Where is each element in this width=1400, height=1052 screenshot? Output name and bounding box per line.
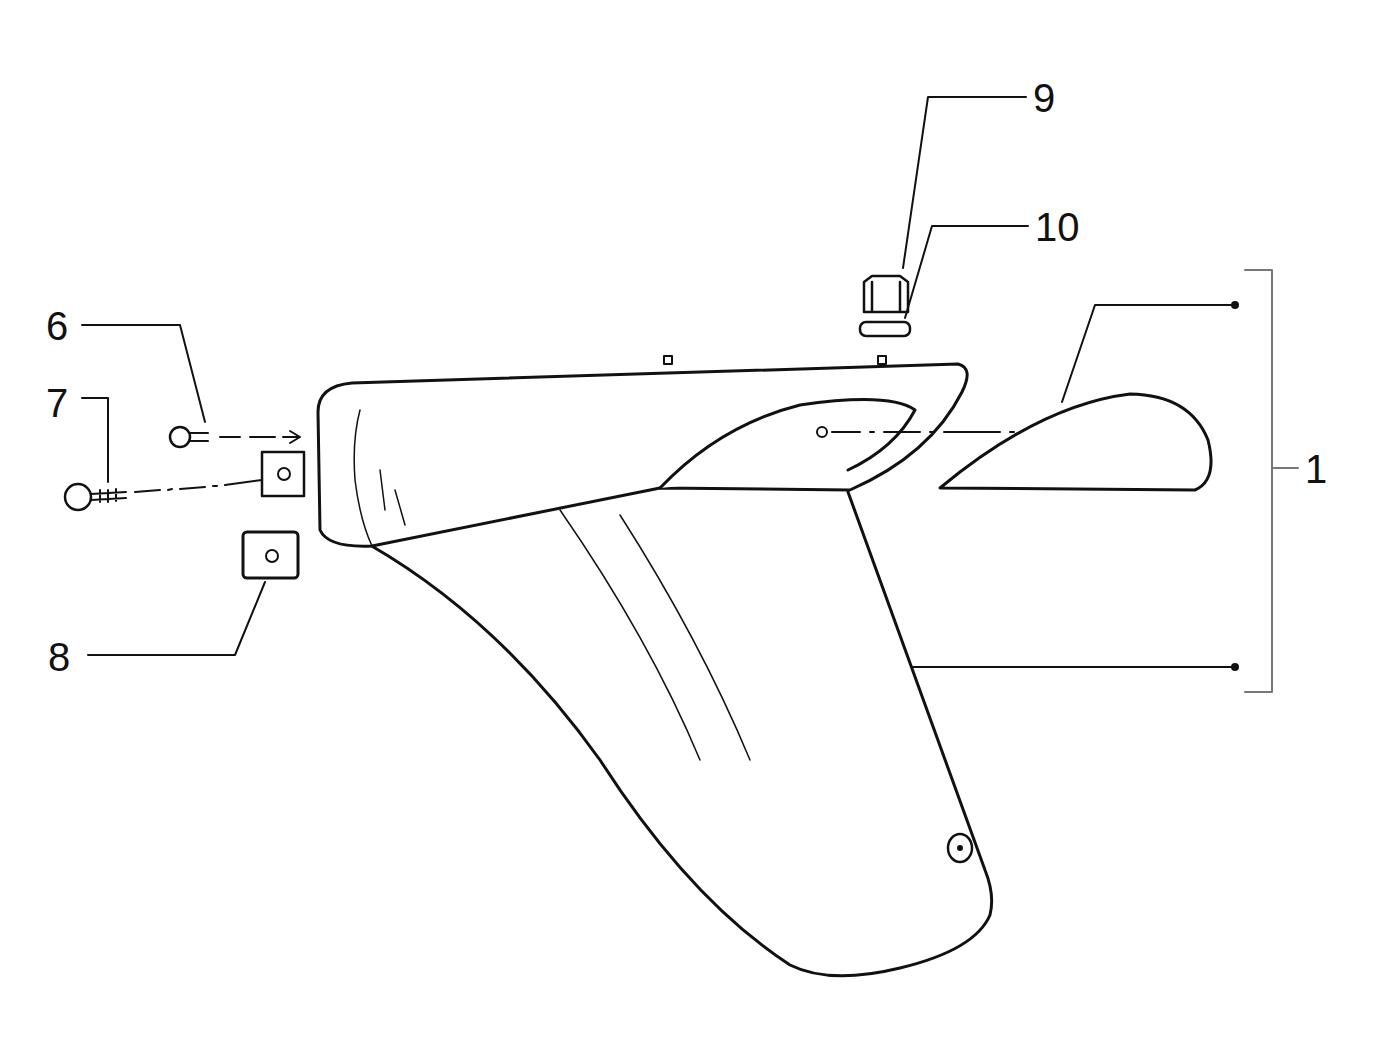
callout-number: 10 — [1033, 207, 1082, 247]
fender-hole — [957, 845, 963, 851]
lens-recess — [660, 400, 915, 488]
clip-nut — [243, 532, 298, 578]
stud — [664, 356, 672, 364]
bolt-shaft — [190, 433, 208, 441]
callout-number: 9 — [1031, 78, 1057, 118]
arrow-head — [290, 431, 300, 443]
clip — [262, 452, 304, 496]
callout-number: 1 — [1303, 449, 1329, 489]
shell-crease — [560, 510, 750, 760]
washer — [860, 322, 910, 336]
bolt-head — [170, 427, 190, 447]
leader-lines — [82, 97, 1298, 692]
lens — [940, 394, 1211, 490]
mudguard-body — [370, 492, 992, 976]
leader-dot — [1231, 663, 1239, 671]
assembly-line — [135, 480, 262, 492]
assembly-line — [832, 431, 1014, 433]
stud — [878, 356, 886, 364]
clip-hole — [278, 468, 290, 480]
clip-hole — [266, 550, 278, 562]
leader-dot — [1231, 301, 1239, 309]
lens-hole — [817, 427, 827, 437]
callout-number: 7 — [44, 383, 70, 423]
callout-number: 6 — [44, 306, 70, 346]
fender-hole — [948, 834, 972, 862]
shell-edge — [354, 410, 372, 546]
nut — [864, 276, 908, 312]
upper-shell — [318, 364, 967, 546]
callout-number: 8 — [46, 637, 72, 677]
screw-shaft — [91, 489, 126, 502]
assembly-line — [220, 436, 298, 438]
screw-head — [65, 484, 91, 510]
